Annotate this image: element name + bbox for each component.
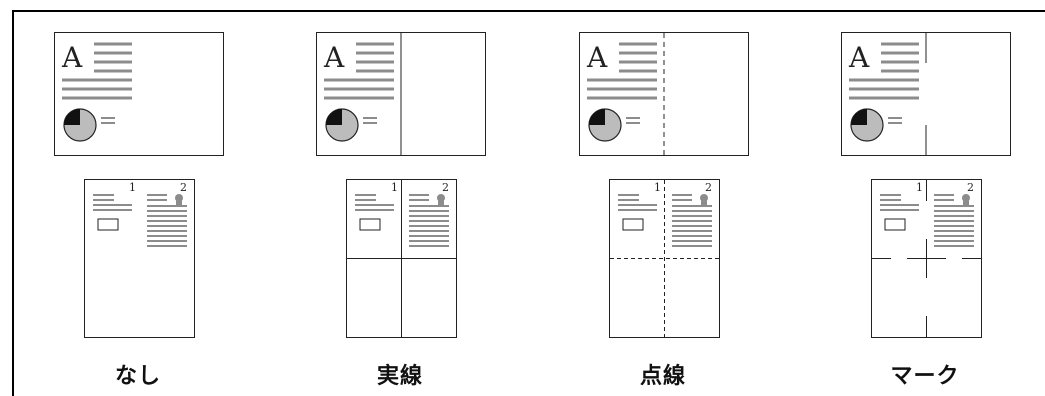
option-label: マーク bbox=[890, 364, 960, 389]
original-letter: A bbox=[323, 41, 345, 74]
output-page: 1 2 bbox=[609, 179, 720, 338]
original-document: A bbox=[316, 32, 486, 156]
page-number-2: 2 bbox=[705, 181, 712, 194]
diagram-frame bbox=[12, 10, 1045, 396]
layout-option-solid: A 1 2 bbox=[262, 0, 522, 396]
layout-option-marks: A 1 2 bbox=[787, 0, 1045, 396]
page-number-1: 1 bbox=[391, 181, 398, 194]
option-label: なし bbox=[114, 364, 161, 389]
original-document: A bbox=[54, 32, 224, 156]
original-document-graphic: A bbox=[579, 32, 749, 156]
original-letter: A bbox=[586, 41, 608, 74]
original-letter: A bbox=[61, 41, 83, 74]
option-label: 実線 bbox=[376, 364, 423, 389]
output-page-graphic: 1 2 bbox=[609, 179, 720, 338]
output-page: 1 2 bbox=[871, 179, 982, 338]
output-page-graphic: 1 2 bbox=[84, 179, 195, 338]
page-number-1: 1 bbox=[129, 181, 136, 194]
original-document: A bbox=[579, 32, 749, 156]
original-document-graphic: A bbox=[841, 32, 1011, 156]
layout-option-dashed: A 1 2 bbox=[525, 0, 785, 396]
original-document-graphic: A bbox=[316, 32, 486, 156]
output-page: 1 2 bbox=[346, 179, 457, 338]
option-label: 点線 bbox=[639, 364, 686, 389]
page-number-2: 2 bbox=[967, 181, 974, 194]
separator-marks bbox=[872, 180, 981, 337]
page-number-2: 2 bbox=[180, 181, 187, 194]
original-letter: A bbox=[848, 41, 870, 74]
page-number-1: 1 bbox=[654, 181, 661, 194]
original-document: A bbox=[841, 32, 1011, 156]
original-document-graphic: A bbox=[54, 32, 224, 156]
page-number-1: 1 bbox=[916, 181, 923, 194]
page-number-2: 2 bbox=[442, 181, 449, 194]
layout-option-none: A 1 2 bbox=[0, 0, 260, 396]
output-page-graphic: 1 2 bbox=[871, 179, 982, 338]
output-page-graphic: 1 2 bbox=[346, 179, 457, 338]
output-page: 1 2 bbox=[84, 179, 195, 338]
